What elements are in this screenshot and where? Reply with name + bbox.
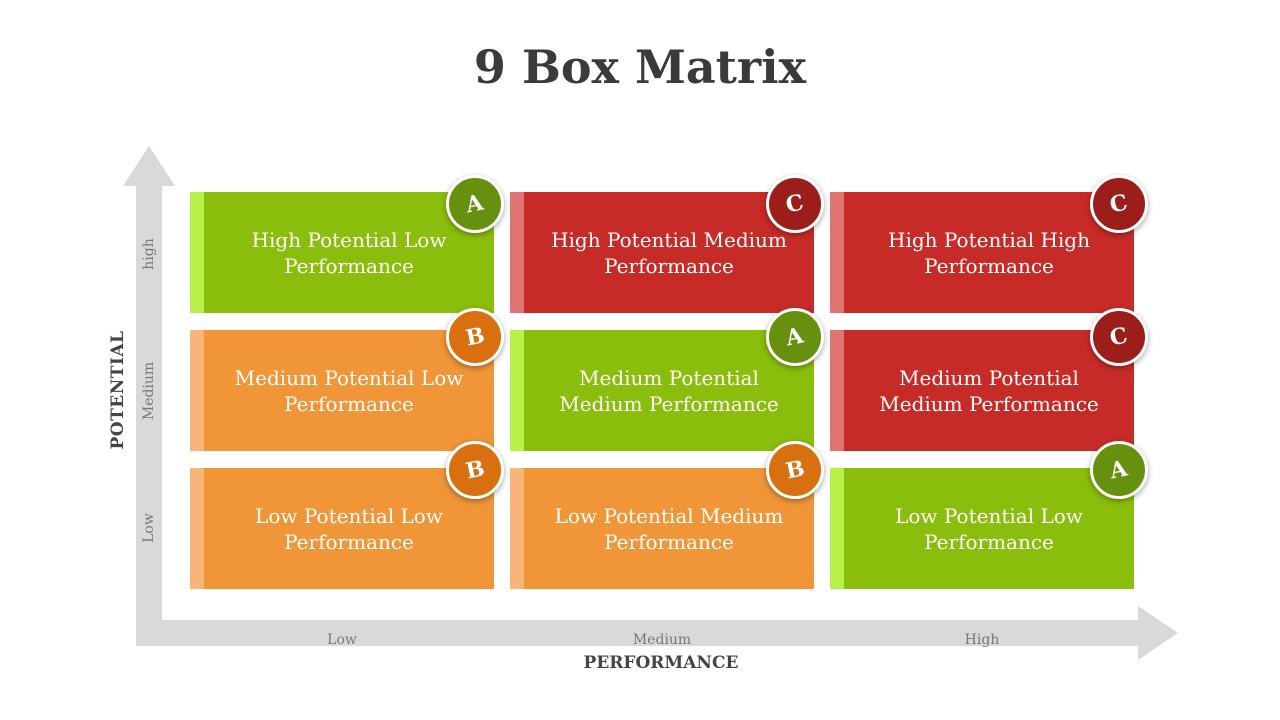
matrix-cell: Low Potential Low Performance [830, 468, 1134, 589]
rating-badge: A [1090, 441, 1148, 499]
matrix-cell: High Potential Low Performance [190, 192, 494, 313]
cell-accent-stripe [510, 192, 524, 313]
y-axis-arrow [123, 146, 175, 620]
badge-letter: A [463, 189, 487, 219]
x-tick-medium: Medium [632, 632, 692, 648]
cell-accent-stripe [510, 330, 524, 451]
rating-badge: C [766, 175, 824, 233]
rating-badge: B [446, 308, 504, 366]
rating-badge: B [446, 441, 504, 499]
matrix-cell: High Potential Medium Performance [510, 192, 814, 313]
x-axis-arrow [136, 606, 1178, 660]
matrix-cell: Medium Potential Medium Performance [510, 330, 814, 451]
rating-badge: A [446, 175, 504, 233]
badge-letter: C [783, 189, 807, 219]
cell-accent-stripe [830, 468, 844, 589]
y-axis-label: POTENTIAL [108, 330, 128, 450]
x-tick-low: Low [327, 632, 357, 648]
y-tick-high: high [141, 238, 157, 270]
matrix-cell: Low Potential Low Performance [190, 468, 494, 589]
badge-letter: C [1107, 189, 1131, 219]
x-tick-high: High [964, 632, 1000, 648]
matrix-cell: High Potential High Performance [830, 192, 1134, 313]
cell-accent-stripe [190, 468, 204, 589]
page-title: 9 Box Matrix [473, 40, 807, 94]
cell-accent-stripe [830, 192, 844, 313]
cell-accent-stripe [190, 192, 204, 313]
rating-badge: B [766, 441, 824, 499]
badge-letter: A [1107, 455, 1131, 485]
cell-label: Medium Potential Medium Performance [559, 365, 779, 416]
cell-label: Medium Potential Medium Performance [879, 365, 1099, 416]
cell-label: Low Potential Medium Performance [554, 503, 784, 554]
badge-letter: A [783, 322, 807, 352]
rating-badge: C [1090, 308, 1148, 366]
cell-accent-stripe [510, 468, 524, 589]
badge-letter: B [463, 322, 487, 352]
cell-label: High Potential Medium Performance [551, 227, 787, 278]
cell-label: Low Potential Low Performance [895, 503, 1083, 554]
badge-letter: C [1107, 322, 1131, 352]
badge-letter: B [783, 455, 807, 485]
y-tick-medium: Medium [141, 361, 157, 421]
x-axis-label: PERFORMANCE [583, 653, 739, 673]
cell-label: Low Potential Low Performance [255, 503, 443, 554]
badge-letter: B [463, 455, 487, 485]
matrix-cell: Medium Potential Medium Performance [830, 330, 1134, 451]
rating-badge: C [1090, 175, 1148, 233]
cell-accent-stripe [190, 330, 204, 451]
matrix-cell: Medium Potential Low Performance [190, 330, 494, 451]
rating-badge: A [766, 308, 824, 366]
cell-accent-stripe [830, 330, 844, 451]
cell-label: Medium Potential Low Performance [234, 365, 464, 416]
cell-label: High Potential High Performance [888, 227, 1090, 278]
y-tick-low: Low [141, 513, 157, 543]
matrix-cell: Low Potential Medium Performance [510, 468, 814, 589]
cell-label: High Potential Low Performance [251, 227, 447, 278]
